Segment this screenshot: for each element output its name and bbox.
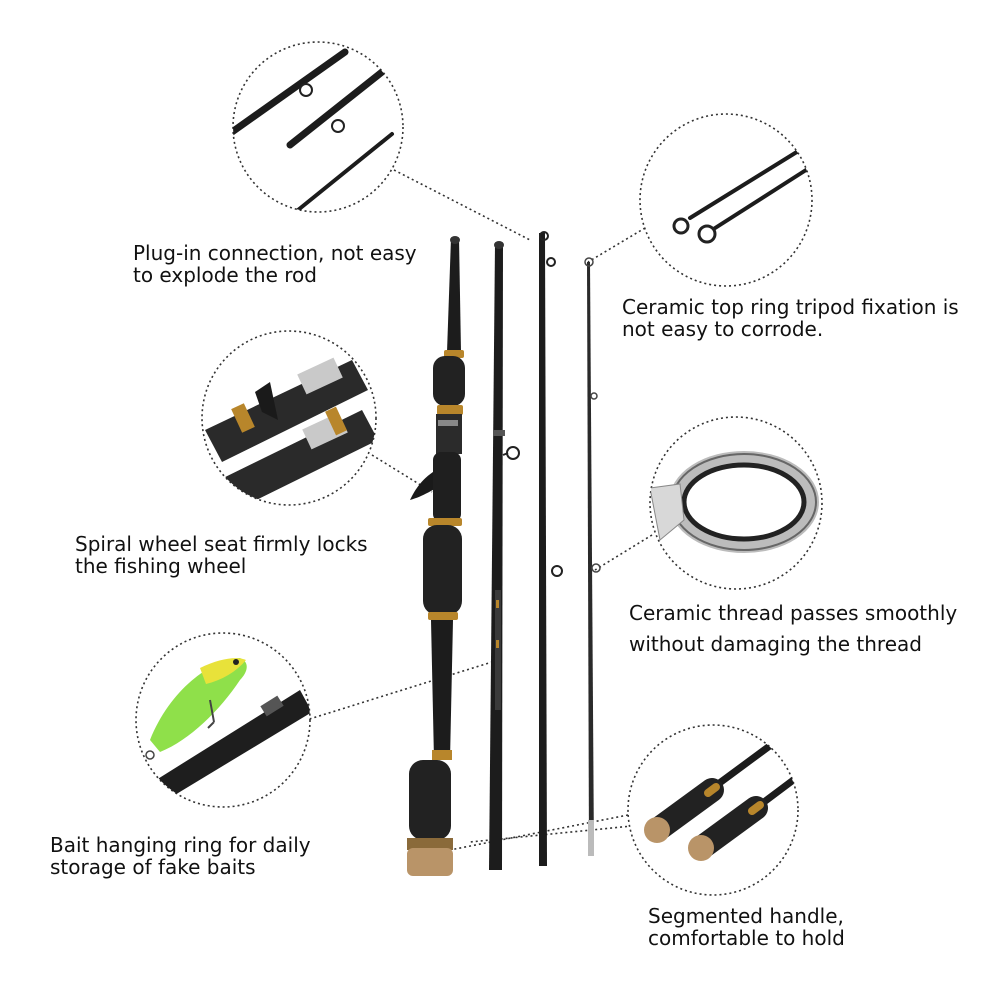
caption-line: to explode the rod	[133, 263, 317, 287]
detail-circle-plug-in	[232, 41, 404, 213]
caption-plug-in-connection: Plug-in connection, not easy to explode …	[133, 242, 417, 286]
caption-ceramic-thread: Ceramic thread passes smoothly without d…	[629, 598, 957, 660]
leader-bait	[299, 661, 493, 723]
caption-segmented-handle: Segmented handle, comfortable to hold	[648, 905, 845, 949]
detail-circle-segmented-handle	[627, 724, 799, 896]
rod-section-butt	[407, 236, 465, 876]
leader-spiral	[371, 454, 433, 493]
caption-line: the fishing wheel	[75, 554, 247, 578]
caption-line: Plug-in connection, not easy	[133, 241, 417, 265]
caption-line: not easy to corrode.	[622, 317, 824, 341]
leader-thread	[594, 534, 653, 571]
caption-line: comfortable to hold	[648, 926, 845, 950]
rod-section-tip	[584, 257, 601, 856]
leader-plug	[393, 169, 531, 241]
caption-line: Bait hanging ring for daily	[50, 833, 311, 857]
caption-line: Ceramic top ring tripod fixation is	[622, 295, 959, 319]
caption-bait-hanging-ring: Bait hanging ring for daily storage of f…	[50, 834, 311, 878]
caption-line: Spiral wheel seat firmly locks	[75, 532, 368, 556]
leader-top	[587, 227, 646, 263]
caption-line: storage of fake baits	[50, 855, 256, 879]
rod-section-3	[539, 231, 563, 866]
caption-line: Segmented handle,	[648, 904, 844, 928]
caption-line: Ceramic thread passes smoothly	[629, 601, 958, 625]
detail-circle-ceramic-thread	[649, 416, 823, 590]
detail-circle-ceramic-top	[639, 113, 813, 287]
caption-ceramic-top-ring: Ceramic top ring tripod fixation is not …	[622, 296, 959, 340]
detail-circle-bait-ring	[135, 632, 311, 808]
caption-spiral-wheel-seat: Spiral wheel seat firmly locks the fishi…	[75, 533, 368, 577]
rod-section-2	[489, 241, 520, 870]
detail-circle-spiral-seat	[201, 330, 377, 506]
caption-line: without damaging the thread	[629, 632, 922, 656]
